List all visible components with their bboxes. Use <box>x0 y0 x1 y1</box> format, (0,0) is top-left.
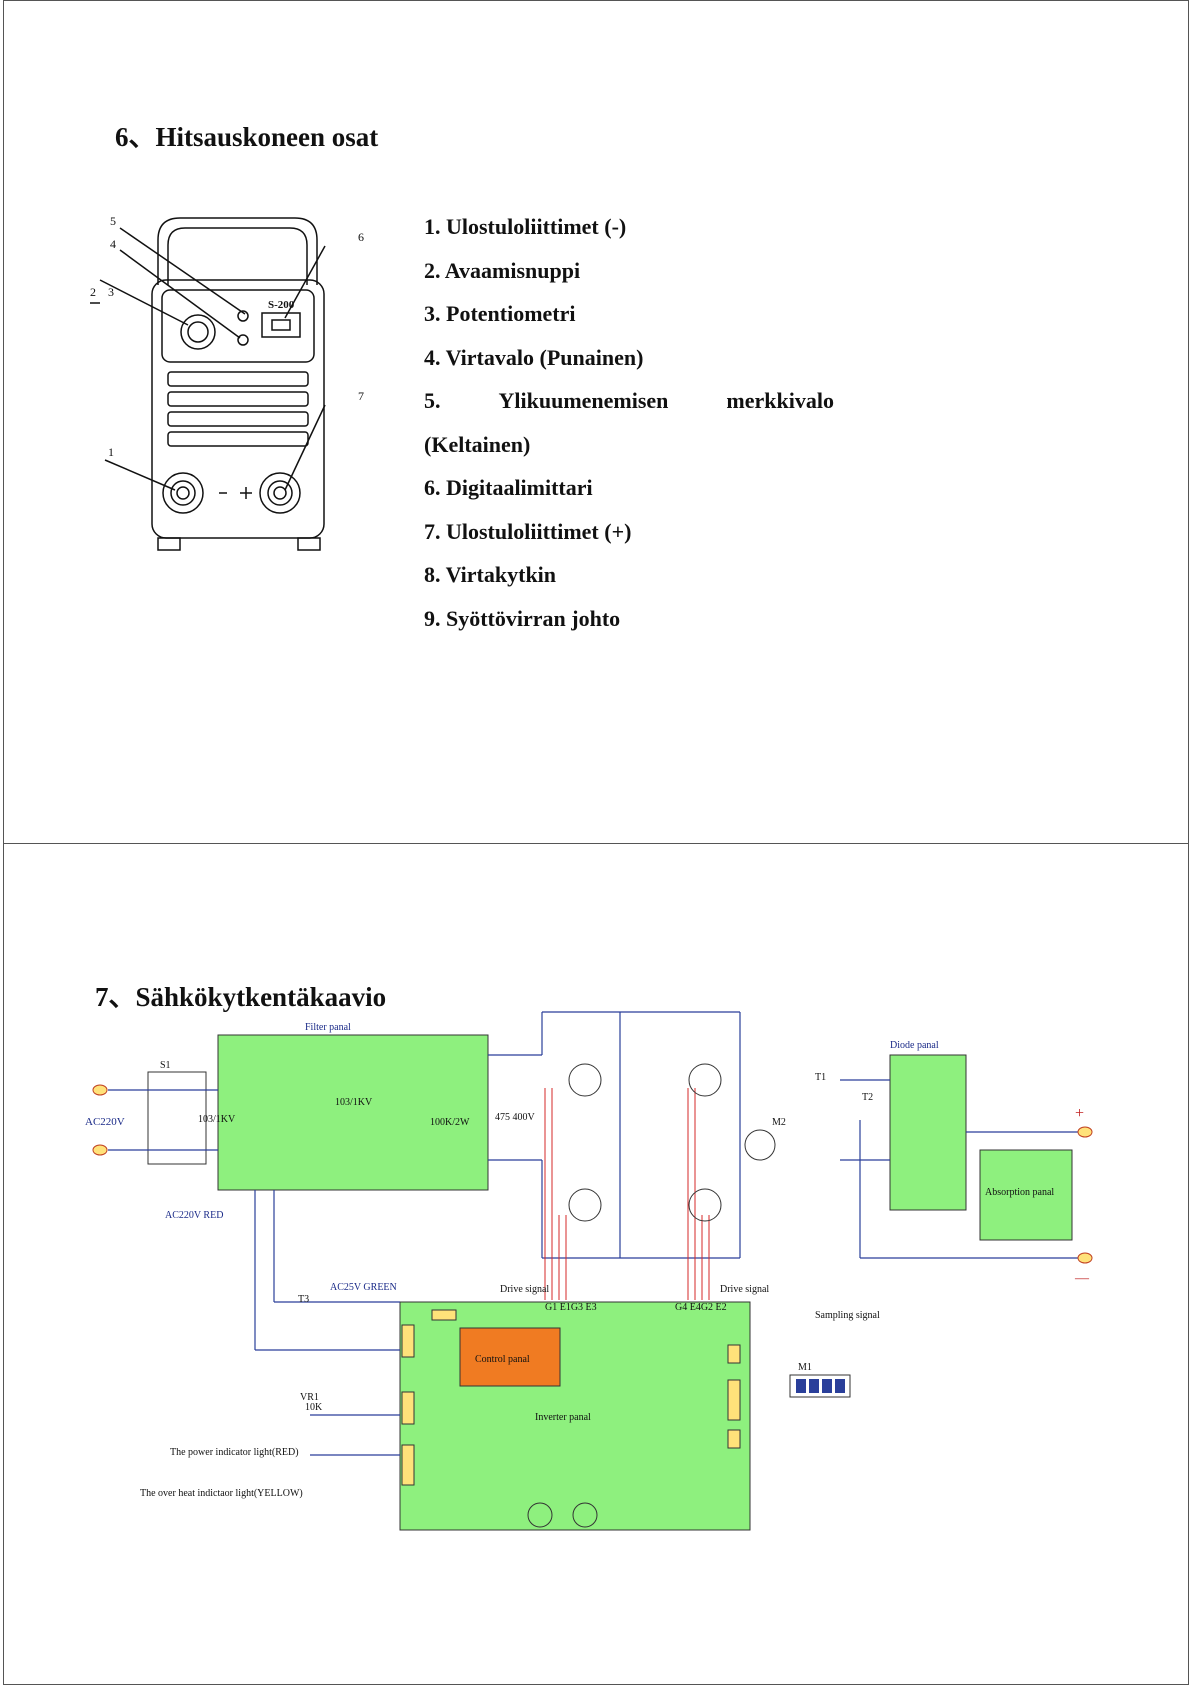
callout-7: 7 <box>358 389 364 403</box>
digital-meter <box>261 312 301 338</box>
callout-6: 6 <box>358 230 364 244</box>
part-item-1: 1. Ulostuloliittimet (-) <box>424 214 627 239</box>
fan-m2 <box>744 1129 776 1161</box>
callout-2: 2 <box>90 285 96 299</box>
part-item-8: 8. Virtakytkin <box>424 562 557 587</box>
fan-fs2 <box>572 1502 598 1528</box>
handle <box>157 217 318 285</box>
absorption-panel <box>979 1149 1073 1241</box>
label-cap-bank: 475 400V <box>495 1112 536 1123</box>
transistor-q9 <box>568 1063 602 1097</box>
transistor-q11 <box>568 1188 602 1222</box>
part-item-2: 2. Avaamisnuppi <box>424 257 581 283</box>
wiring-diagram: Filter panal Diode panal Absorption pana… <box>85 1011 1093 1531</box>
callout-3: 3 <box>108 285 114 299</box>
section-6-heading: 6、Hitsauskoneen osat <box>115 122 379 152</box>
part-item-7: 7. Ulostuloliittimet (+) <box>424 518 632 544</box>
part-item-5-word2: merkkivalo <box>726 388 834 413</box>
label-minus: — <box>1074 1271 1090 1286</box>
label-power-light: The power indicator light(RED) <box>170 1447 299 1458</box>
part-item-9: 9. Syöttövirran johto <box>424 605 621 631</box>
filter-panel <box>217 1034 489 1191</box>
control-panel <box>459 1327 561 1387</box>
label-overheat-light: The over heat indictaor light(YELLOW) <box>140 1488 303 1499</box>
label-c7: 103/1KV <box>335 1097 373 1108</box>
part-item-4: 4. Virtavalo (Punainen) <box>424 344 644 370</box>
callout-1: 1 <box>108 445 114 459</box>
label-ac-in: AC220V <box>85 1116 125 1128</box>
power-light <box>237 334 249 346</box>
label-r3: 100K/2W <box>430 1117 470 1128</box>
parts-list: 1. Ulostuloliittimet (-) 2. Avaamisnuppi… <box>424 205 834 640</box>
callout-4: 4 <box>110 237 116 251</box>
output-terminal-plus <box>259 472 301 514</box>
label-sampling-signal: Sampling signal <box>815 1310 880 1321</box>
diode-panel <box>889 1054 967 1211</box>
front-panel <box>161 289 315 363</box>
label-s1: S1 <box>160 1060 171 1071</box>
potentiometer-knob <box>180 314 216 350</box>
callout-5: 5 <box>110 214 116 228</box>
part-item-3: 3. Potentiometri <box>424 301 576 326</box>
label-drive-signal-left: Drive signal <box>500 1284 549 1295</box>
label-inverter-panel: Inverter panal <box>535 1412 591 1423</box>
label-vr1-value: 10K <box>305 1402 323 1413</box>
label-t2: T2 <box>862 1092 873 1103</box>
label-absorption-panel: Absorption panal <box>985 1187 1054 1198</box>
label-plus: + <box>1075 1105 1084 1122</box>
part-item-5-number: 5. <box>424 388 441 413</box>
label-ac-red: AC220V RED <box>165 1210 223 1221</box>
label-ac-green: AC25V GREEN <box>330 1282 397 1293</box>
section-7-heading: 7、Sähkökytkentäkaavio <box>95 982 387 1012</box>
inverter-panel <box>399 1301 751 1531</box>
label-vr1: VR1 <box>300 1392 319 1403</box>
fan-fs1 <box>527 1502 553 1528</box>
welder-illustration: 5 4 2 3 6 7 1 S-200 <box>90 214 364 551</box>
output-terminal-minus <box>162 472 204 514</box>
model-label: S-200 <box>268 299 295 311</box>
part-item-5: 5. Ylikuumenemisen merkkivalo <box>424 379 834 423</box>
gate-labels-right: G4 E4G2 E2 <box>675 1302 727 1313</box>
page-divider <box>3 843 1189 844</box>
transistor-q10 <box>688 1063 722 1097</box>
label-diode-panel: Diode panal <box>890 1040 939 1051</box>
machine-body <box>151 279 325 539</box>
part-item-6: 6. Digitaalimittari <box>424 475 593 500</box>
label-c1: 103/1KV <box>198 1114 236 1125</box>
label-t3: T3 <box>298 1294 309 1305</box>
label-drive-signal-right: Drive signal <box>720 1284 769 1295</box>
overheat-light <box>237 310 249 322</box>
part-item-5-continued: (Keltainen) <box>424 431 531 457</box>
label-control-panel: Control panal <box>475 1354 530 1365</box>
label-m2: M2 <box>772 1117 786 1128</box>
label-t1: T1 <box>815 1072 826 1083</box>
gate-labels-left: G1 E1G3 E3 <box>545 1302 597 1313</box>
label-m1: M1 <box>798 1362 812 1373</box>
transistor-q12 <box>688 1188 722 1222</box>
part-item-5-word1: Ylikuumenemisen <box>498 388 669 413</box>
label-filter-panel: Filter panal <box>305 1022 351 1033</box>
